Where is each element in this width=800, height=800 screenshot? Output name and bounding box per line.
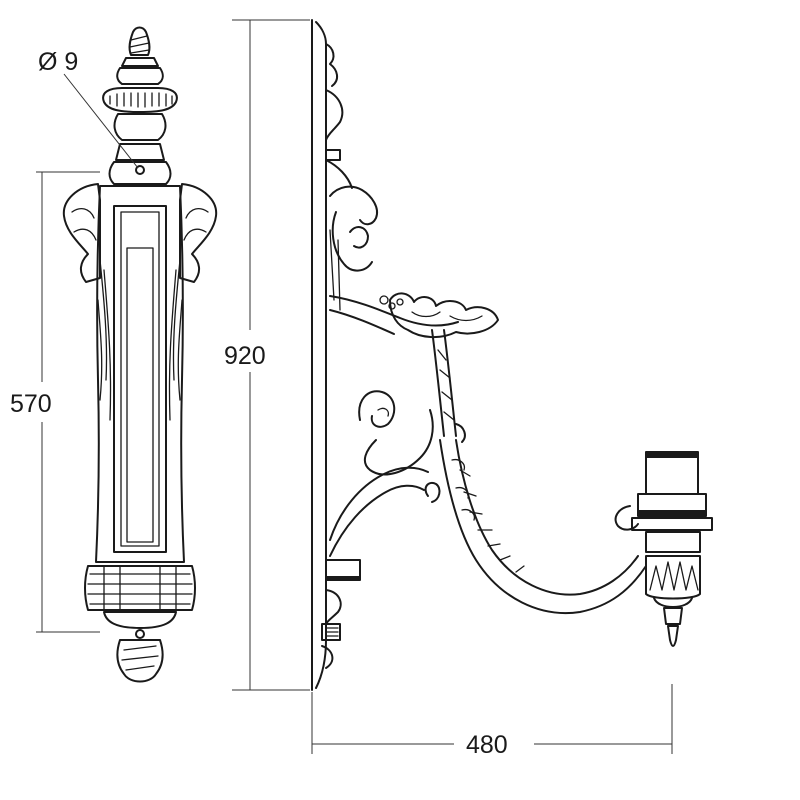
projection-dimension <box>311 684 673 754</box>
plate-height-label: 570 <box>10 390 52 418</box>
diameter-leader <box>63 73 139 169</box>
hole-diameter-label: Ø 9 <box>38 48 78 76</box>
front-view <box>62 26 218 683</box>
plate-height-dimension <box>36 171 100 633</box>
side-view <box>311 19 713 691</box>
total-height-label: 920 <box>224 342 266 370</box>
projection-label: 480 <box>466 731 508 759</box>
total-height-dimension <box>232 19 310 691</box>
